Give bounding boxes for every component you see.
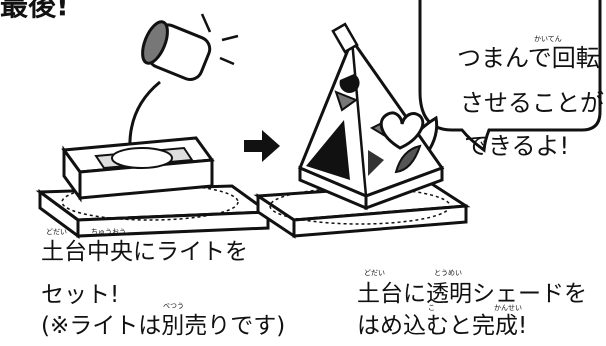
left-caption-ruby: どだい (46, 228, 67, 236)
base-box-icon (35, 136, 273, 239)
speech-bubble-icon (400, 0, 602, 164)
left-caption-line: セット! (41, 282, 120, 308)
right-caption-ruby: こ (428, 304, 435, 312)
right-caption-ruby: どだい (364, 269, 385, 277)
right-caption-line: はめ込むと完成! (357, 313, 528, 339)
right-caption-line: 土台に透明シェードを (357, 281, 587, 307)
bubble-ruby: かいてん (534, 35, 562, 43)
left-caption-line: 土台中央にライトを (41, 239, 248, 265)
right-caption-ruby: とうめい (434, 269, 462, 277)
heart-icon (379, 111, 425, 150)
arrow-right-icon (244, 130, 280, 162)
left-caption-ruby: べつう (163, 302, 184, 310)
bubble-line: つまんで回転 (457, 44, 600, 72)
light-icon (122, 13, 239, 160)
right-caption-ruby: かんせい (494, 304, 522, 312)
left-caption-ruby: ちゅうおう (91, 228, 126, 236)
bubble-line: させることが (460, 89, 604, 117)
bubble-line: できるよ! (464, 132, 570, 160)
step-heading: 最後! (0, 0, 69, 22)
left-caption-line: (※ライトは別売りです) (41, 313, 286, 339)
